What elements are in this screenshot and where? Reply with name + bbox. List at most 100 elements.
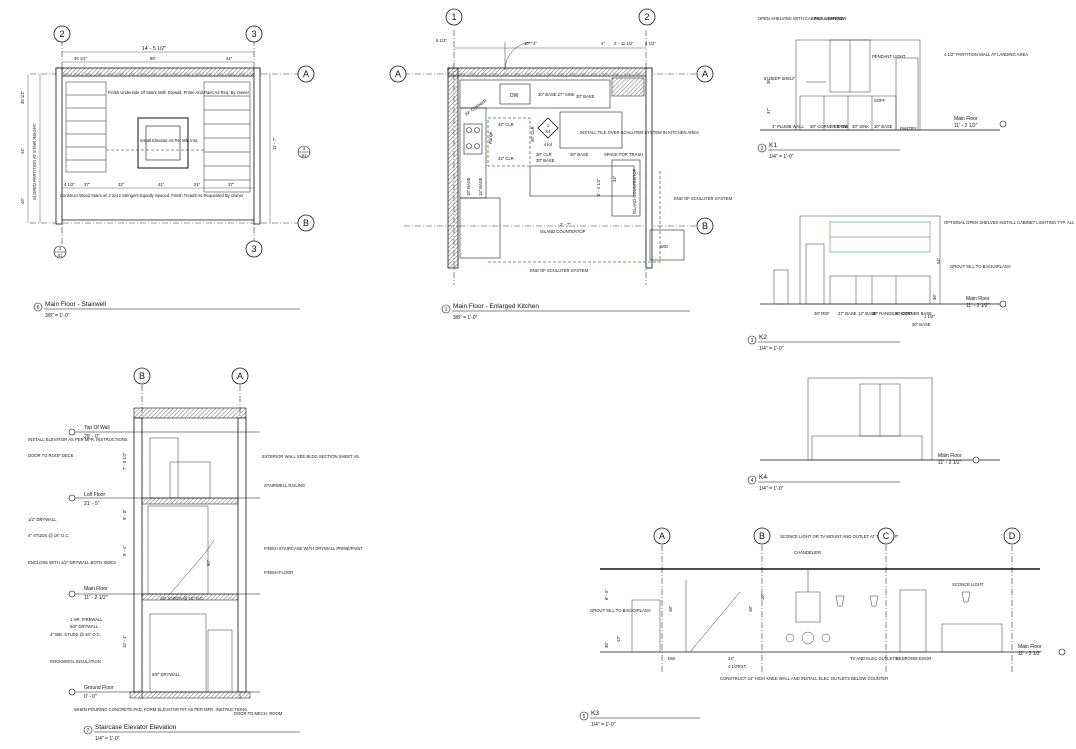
view-title: 4 K4 1/4" = 1'-0" xyxy=(747,474,900,492)
cabinet-label: 36" CORNER BASE xyxy=(810,124,848,129)
note-clr: 42" CLR xyxy=(498,122,514,127)
dim-label: 36 1/2" xyxy=(20,90,25,104)
note-partition: 4 1/2" PARTITION WALL AT LANDING AREA xyxy=(944,52,1028,57)
dim-label: 46" xyxy=(20,197,25,204)
svg-text:A: A xyxy=(702,69,708,79)
svg-text:2: 2 xyxy=(761,146,764,152)
svg-text:3: 3 xyxy=(251,29,256,39)
svg-text:11' - 2 1/2": 11' - 2 1/2" xyxy=(966,303,990,309)
note-base: 30" BASE xyxy=(570,152,589,157)
svg-text:2: 2 xyxy=(59,29,64,39)
dim-label: 4 1/2" xyxy=(728,664,739,669)
note-drywall: 1/2" DRYWALL xyxy=(28,517,57,522)
note-elevator: Install Elevator As Per Mfr. Inst. xyxy=(140,138,198,143)
note-grout: GROUT SILL TO BACKSPLASH xyxy=(590,608,651,613)
k3-elevation: SCONCE LIGHT OR TV MOUNT AND OUTLET AT T… xyxy=(579,527,1066,728)
note-trash: SPACE FOR TRASH xyxy=(604,152,643,157)
svg-text:29' - 0": 29' - 0" xyxy=(84,434,100,440)
dim-label: 36" xyxy=(604,641,609,648)
note-range: Range xyxy=(488,131,493,144)
svg-text:1/4" = 1'-0": 1/4" = 1'-0" xyxy=(591,722,616,728)
dim-label: 54" xyxy=(936,257,941,264)
svg-text:S1: S1 xyxy=(57,253,63,258)
note-pella: PELLA WINDOW xyxy=(814,16,846,21)
note-studs: 4" STUDS @ 16" O.C. xyxy=(28,533,70,538)
svg-text:11' - 2 1/2": 11' - 2 1/2" xyxy=(938,460,962,466)
svg-text:K2: K2 xyxy=(759,334,767,341)
svg-text:B: B xyxy=(759,531,765,541)
svg-text:A: A xyxy=(303,69,309,79)
note-corner: 39" CORNER xyxy=(464,98,488,117)
view-title: 6 Main Floor - Stairwell 3/8" = 1'-0" xyxy=(33,301,300,319)
note-base: 18" BASE xyxy=(466,177,471,196)
cabinet-label: 12" BASE xyxy=(858,311,877,316)
cabinet-label: 36" REF xyxy=(814,311,830,316)
svg-text:A: A xyxy=(659,531,665,541)
svg-text:5: 5 xyxy=(583,714,586,720)
k1-elevation: OPEN SHELVING WITH CABINET LIGHTING PELL… xyxy=(757,16,1028,160)
dim-label: 37" xyxy=(228,182,235,187)
note-enclose: ENCLOSE WITH 1/2" DRYWALL BOTH SIDES xyxy=(28,560,116,565)
note-clr: 42" CLR xyxy=(498,156,514,161)
dim-label: 9' - 4" xyxy=(122,545,127,556)
dim-label: 5 1/2" xyxy=(436,38,447,43)
svg-text:Main Floor: Main Floor xyxy=(938,453,962,459)
svg-text:2: 2 xyxy=(644,12,649,22)
svg-text:Loft Floor: Loft Floor xyxy=(84,492,105,498)
section-tag: 1K4 xyxy=(537,117,559,139)
svg-text:1: 1 xyxy=(445,307,448,313)
note-end-schluter: END OF SCHLUTER SYSTEM xyxy=(674,196,732,201)
dim-label: 44" xyxy=(20,147,25,154)
note-tile: INSTALL TILE OVER SCHLUTER SYSTEM IN KIT… xyxy=(580,130,699,135)
dim-label: 37" xyxy=(766,107,771,114)
svg-text:11' - 2 1/2": 11' - 2 1/2" xyxy=(84,595,108,601)
note-sink: 30" BASE 27" SINK xyxy=(538,92,575,97)
svg-text:B: B xyxy=(139,371,145,381)
dim-label: 4" xyxy=(601,41,605,46)
svg-text:K4: K4 xyxy=(759,474,767,481)
note-wood-stairs: Construct Wood Stairs w/ 3 2x12 Stringer… xyxy=(60,193,244,198)
level-marker: Top Of Wall 29' - 0" xyxy=(68,425,110,440)
note-base: 30" BASE xyxy=(576,94,595,99)
grid-bubble: 2 xyxy=(53,25,71,43)
note-ext: EXT. xyxy=(738,664,747,669)
note-soffit: SOFF xyxy=(874,98,886,103)
svg-text:11' - 2 1/2": 11' - 2 1/2" xyxy=(1018,651,1042,657)
svg-text:Main Floor: Main Floor xyxy=(1018,644,1042,650)
note-grout: GROUT SILL TO BACKSPLASH xyxy=(950,264,1011,269)
svg-text:B: B xyxy=(702,221,708,231)
svg-text:3/8" = 1'-0": 3/8" = 1'-0" xyxy=(45,313,70,319)
note-open-shelving: OPEN SHELVING WITH CABINET LIGHTING xyxy=(758,16,844,21)
svg-text:A: A xyxy=(237,371,243,381)
grid-bubble: B xyxy=(753,527,771,545)
dim-label: 48" xyxy=(748,605,753,612)
svg-text:Top Of Wall: Top Of Wall xyxy=(84,425,110,431)
cabinet-label: 30" SINK xyxy=(852,124,869,129)
grid-bubble: A xyxy=(696,65,714,83)
note-exterior-wall: EXTERIOR WALL SEE BLDG SECTION SHEET A5 xyxy=(262,454,359,459)
svg-text:3: 3 xyxy=(251,244,256,254)
svg-text:4: 4 xyxy=(751,478,754,484)
note-sconce-tv: SCONCE LIGHT OR TV MOUNT AND OUTLET AT T… xyxy=(780,534,899,539)
dim-label: 41" xyxy=(158,182,165,187)
note-drywall: 5/8" DRYWALL xyxy=(70,624,99,629)
stairwell-plan: 14' - 5 1/2" 38 1/2" 86" 41" 36 1/2" 44"… xyxy=(20,25,315,319)
dim-label: 6' - 4 1/2" xyxy=(596,178,601,196)
note-door-mech: DOOR TO MECH. ROOM xyxy=(234,711,283,716)
note-base: 30" BASE xyxy=(536,158,555,163)
note-pendant: PENDANT LIGHT xyxy=(872,54,906,59)
dim-label: 38 1/2" xyxy=(74,56,88,61)
note-clr: 30" CLR xyxy=(536,152,552,157)
note-concrete: WHEN POURING CONCRETE PAD, FORM ELEVATOR… xyxy=(74,707,247,712)
grid-bubble: B xyxy=(696,217,714,235)
dim-label: 9' - 8" xyxy=(122,509,127,520)
note-wd-studs: 4" WD. STUDS @ 16" O.C. xyxy=(50,632,101,637)
view-title: 3 K2 1/4" = 1'-0" xyxy=(747,334,900,352)
svg-text:3: 3 xyxy=(303,146,306,151)
dim-label: 37" xyxy=(84,182,91,187)
note-drywall: 5/8" DRYWALL xyxy=(152,672,181,677)
dim-label: 4 1/2" xyxy=(64,182,75,187)
